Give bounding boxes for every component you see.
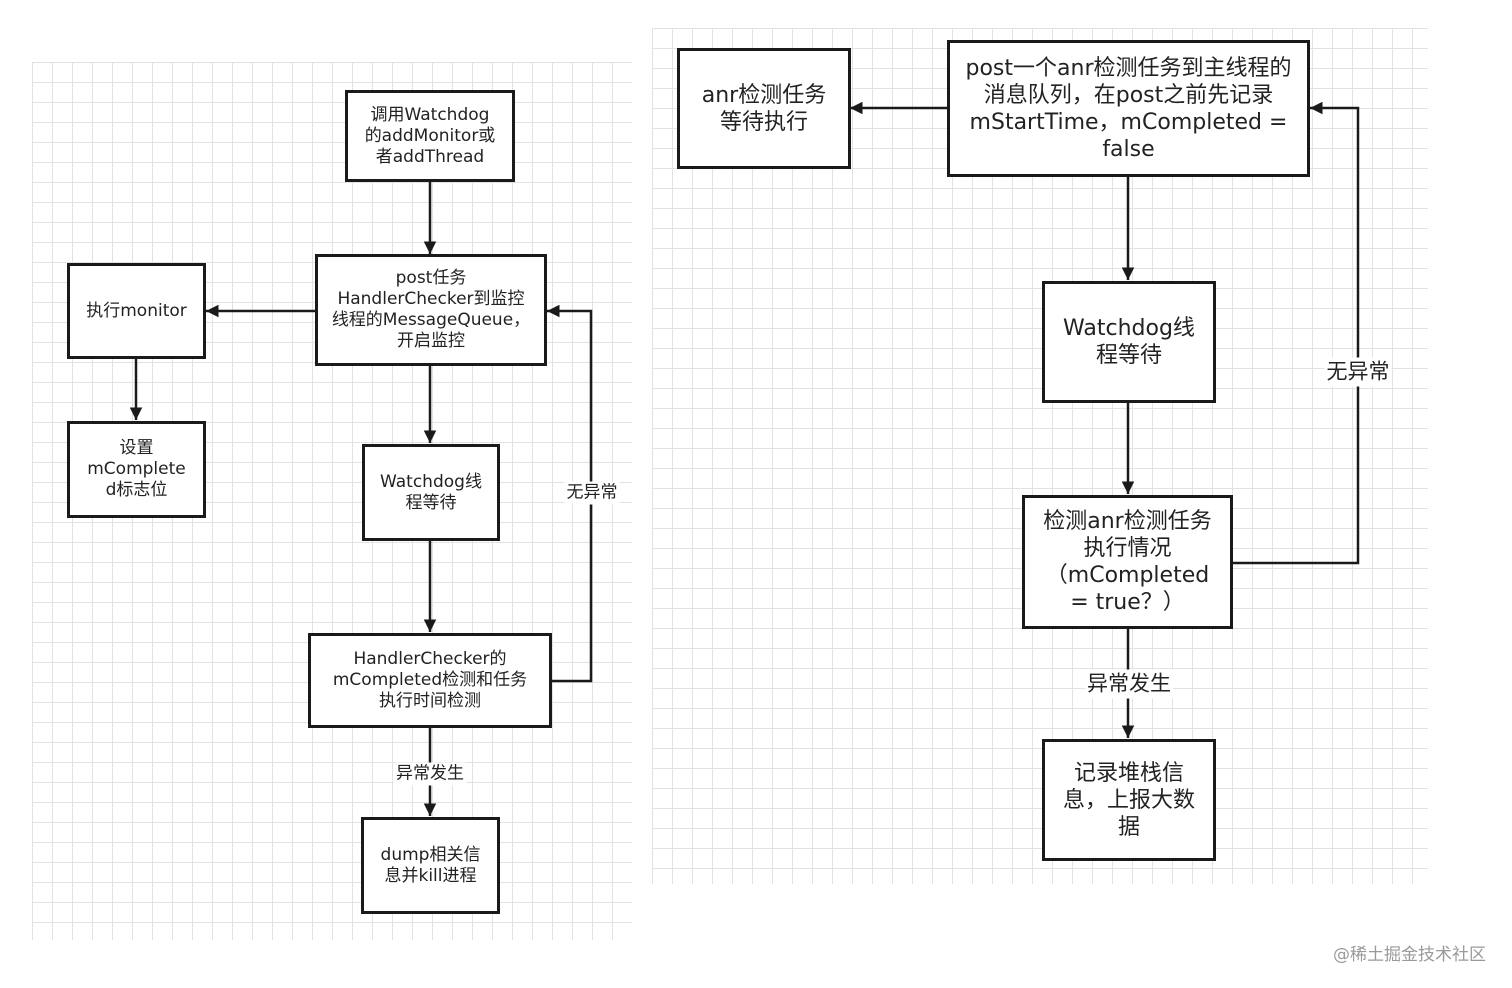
left-grid-canvas bbox=[32, 62, 632, 940]
node-handlerchecker-check: HandlerChecker的 mCompleted检测和任务 执行时间检测 bbox=[308, 633, 552, 728]
label-exception-occurs-left: 异常发生 bbox=[394, 762, 466, 786]
label-exception-occurs-right: 异常发生 bbox=[1085, 669, 1173, 699]
node-record-stack: 记录堆栈信 息，上报大数 据 bbox=[1042, 739, 1216, 861]
node-watchdog-wait-left: Watchdog线 程等待 bbox=[362, 444, 500, 541]
node-post-task-handlerchecker: post任务 HandlerChecker到监控 线程的MessageQueue… bbox=[315, 254, 547, 366]
node-set-mcompleted-flag: 设置 mComplete d标志位 bbox=[67, 421, 206, 518]
node-dump-and-kill: dump相关信 息并kill进程 bbox=[361, 817, 500, 914]
node-call-watchdog: 调用Watchdog 的addMonitor或 者addThread bbox=[345, 90, 515, 182]
node-anr-task-wait: anr检测任务 等待执行 bbox=[677, 48, 851, 169]
node-watchdog-wait-right: Watchdog线 程等待 bbox=[1042, 281, 1216, 403]
watermark: @稀土掘金技术社区 bbox=[1333, 945, 1486, 965]
label-no-exception-right: 无异常 bbox=[1324, 357, 1392, 387]
node-post-anr-task: post一个anr检测任务到主线程的 消息队列，在post之前先记录 mStar… bbox=[947, 40, 1310, 177]
edge-check-anr-loop-no-exception bbox=[1232, 101, 1360, 565]
node-exec-monitor: 执行monitor bbox=[67, 263, 206, 359]
node-check-anr-task: 检测anr检测任务 执行情况 （mCompleted = true？） bbox=[1022, 495, 1233, 629]
label-no-exception-left: 无异常 bbox=[564, 481, 620, 505]
